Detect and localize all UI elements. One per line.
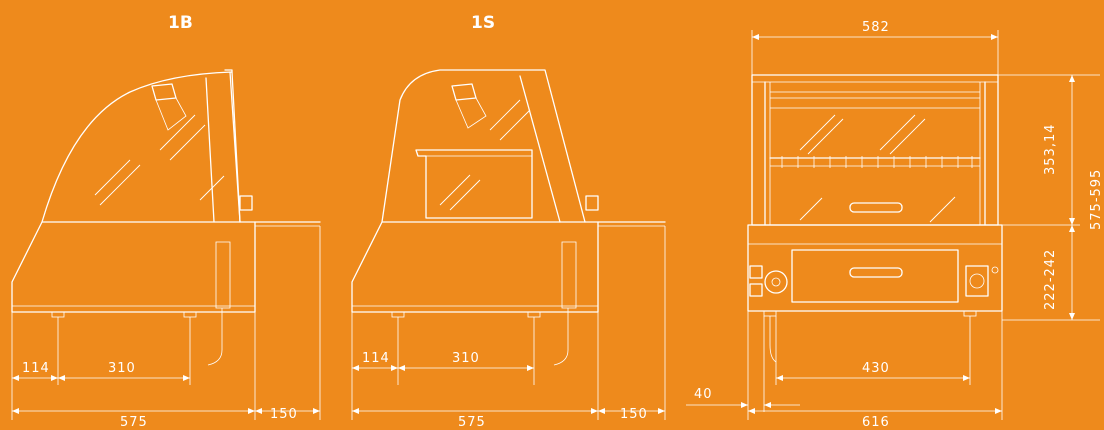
front-switch-1 bbox=[749, 265, 763, 279]
1s-dim-arrows-2 bbox=[352, 408, 665, 414]
front-dial-left bbox=[764, 270, 788, 294]
front-dim-40-arrows bbox=[741, 402, 771, 408]
1s-glass-mark bbox=[449, 179, 481, 211]
1b-glass-mark bbox=[94, 159, 131, 196]
1b-dim-arrows-2 bbox=[12, 408, 320, 414]
front-label-40: 40 bbox=[694, 387, 713, 402]
front-label-total-height: 575-595 bbox=[1089, 169, 1104, 230]
front-upper-handle bbox=[849, 202, 903, 213]
1b-foot-rear bbox=[183, 311, 197, 318]
title-1s: 1S bbox=[471, 13, 495, 33]
1s-control-panel bbox=[561, 241, 577, 309]
1s-glass-mark bbox=[499, 109, 531, 141]
front-glass-mark bbox=[799, 197, 823, 221]
front-base bbox=[747, 224, 1003, 312]
1b-hood-glass bbox=[41, 71, 241, 223]
front-drawer-handle bbox=[849, 267, 903, 278]
front-label-430: 430 bbox=[862, 361, 890, 376]
front-drawer bbox=[791, 249, 959, 303]
1b-glass-mark bbox=[199, 175, 225, 201]
1s-base bbox=[351, 221, 599, 313]
1b-cable bbox=[207, 308, 223, 366]
1s-hood-frame bbox=[381, 69, 586, 223]
front-dial-left-center bbox=[771, 277, 781, 287]
front-label-hood-height: 353,14 bbox=[1043, 124, 1058, 176]
1b-label-150: 150 bbox=[270, 407, 298, 422]
title-1b: 1B bbox=[168, 13, 193, 33]
1b-glass-mark bbox=[99, 164, 141, 206]
front-label-582: 582 bbox=[862, 20, 890, 35]
1s-foot-front bbox=[391, 311, 405, 318]
1b-label-310: 310 bbox=[108, 361, 136, 376]
unit-front-view: 582 430 616 40 353,14 222-242 575-595 bbox=[686, 20, 1104, 430]
1s-cable bbox=[553, 308, 569, 366]
front-glass-mark bbox=[807, 118, 844, 155]
1s-foot-rear bbox=[527, 311, 541, 318]
1b-label-575: 575 bbox=[120, 415, 148, 430]
1b-lamp-beam bbox=[155, 97, 187, 131]
1s-lamp-beam bbox=[455, 97, 487, 129]
front-thermostat bbox=[965, 265, 989, 297]
front-thermostat-dial bbox=[969, 273, 985, 289]
1s-knob bbox=[585, 195, 599, 211]
front-foot-right bbox=[963, 310, 977, 317]
front-glass-mark bbox=[889, 118, 926, 155]
1b-base bbox=[11, 221, 256, 313]
1s-insert-basket bbox=[415, 149, 533, 219]
1b-rear-post-b bbox=[229, 71, 241, 223]
1s-label-150: 150 bbox=[620, 407, 648, 422]
front-foot-left bbox=[763, 310, 777, 317]
1b-label-114: 114 bbox=[22, 361, 50, 376]
1b-foot-front bbox=[51, 311, 65, 318]
front-glass-mark bbox=[879, 114, 916, 151]
1b-glass-mark bbox=[169, 124, 206, 161]
1s-glass-mark bbox=[489, 99, 521, 131]
front-glass-mark bbox=[799, 114, 836, 151]
1b-rear-post-a bbox=[205, 77, 215, 223]
1s-lamp bbox=[451, 83, 477, 101]
1s-label-575: 575 bbox=[458, 415, 486, 430]
front-cable bbox=[769, 316, 777, 363]
1b-glass-mark bbox=[159, 114, 196, 151]
front-label-base-height: 222-242 bbox=[1043, 249, 1058, 310]
front-indicator-light bbox=[991, 266, 999, 274]
1b-lamp bbox=[151, 83, 177, 101]
1s-label-114: 114 bbox=[362, 351, 390, 366]
1b-hood-top bbox=[224, 69, 233, 73]
front-rail-pegs bbox=[781, 156, 973, 168]
unit-1b-side-view: 114 310 575 150 bbox=[11, 69, 321, 430]
1s-label-310: 310 bbox=[452, 351, 480, 366]
1b-knob bbox=[239, 195, 253, 211]
1b-control-panel bbox=[215, 241, 231, 309]
front-switch-2 bbox=[749, 283, 763, 297]
unit-1s-side-view: 114 310 575 150 bbox=[351, 69, 666, 430]
front-label-616: 616 bbox=[862, 415, 890, 430]
front-glass-mark bbox=[929, 196, 956, 223]
1s-rear-post bbox=[519, 75, 561, 223]
1s-glass-mark bbox=[439, 174, 471, 206]
